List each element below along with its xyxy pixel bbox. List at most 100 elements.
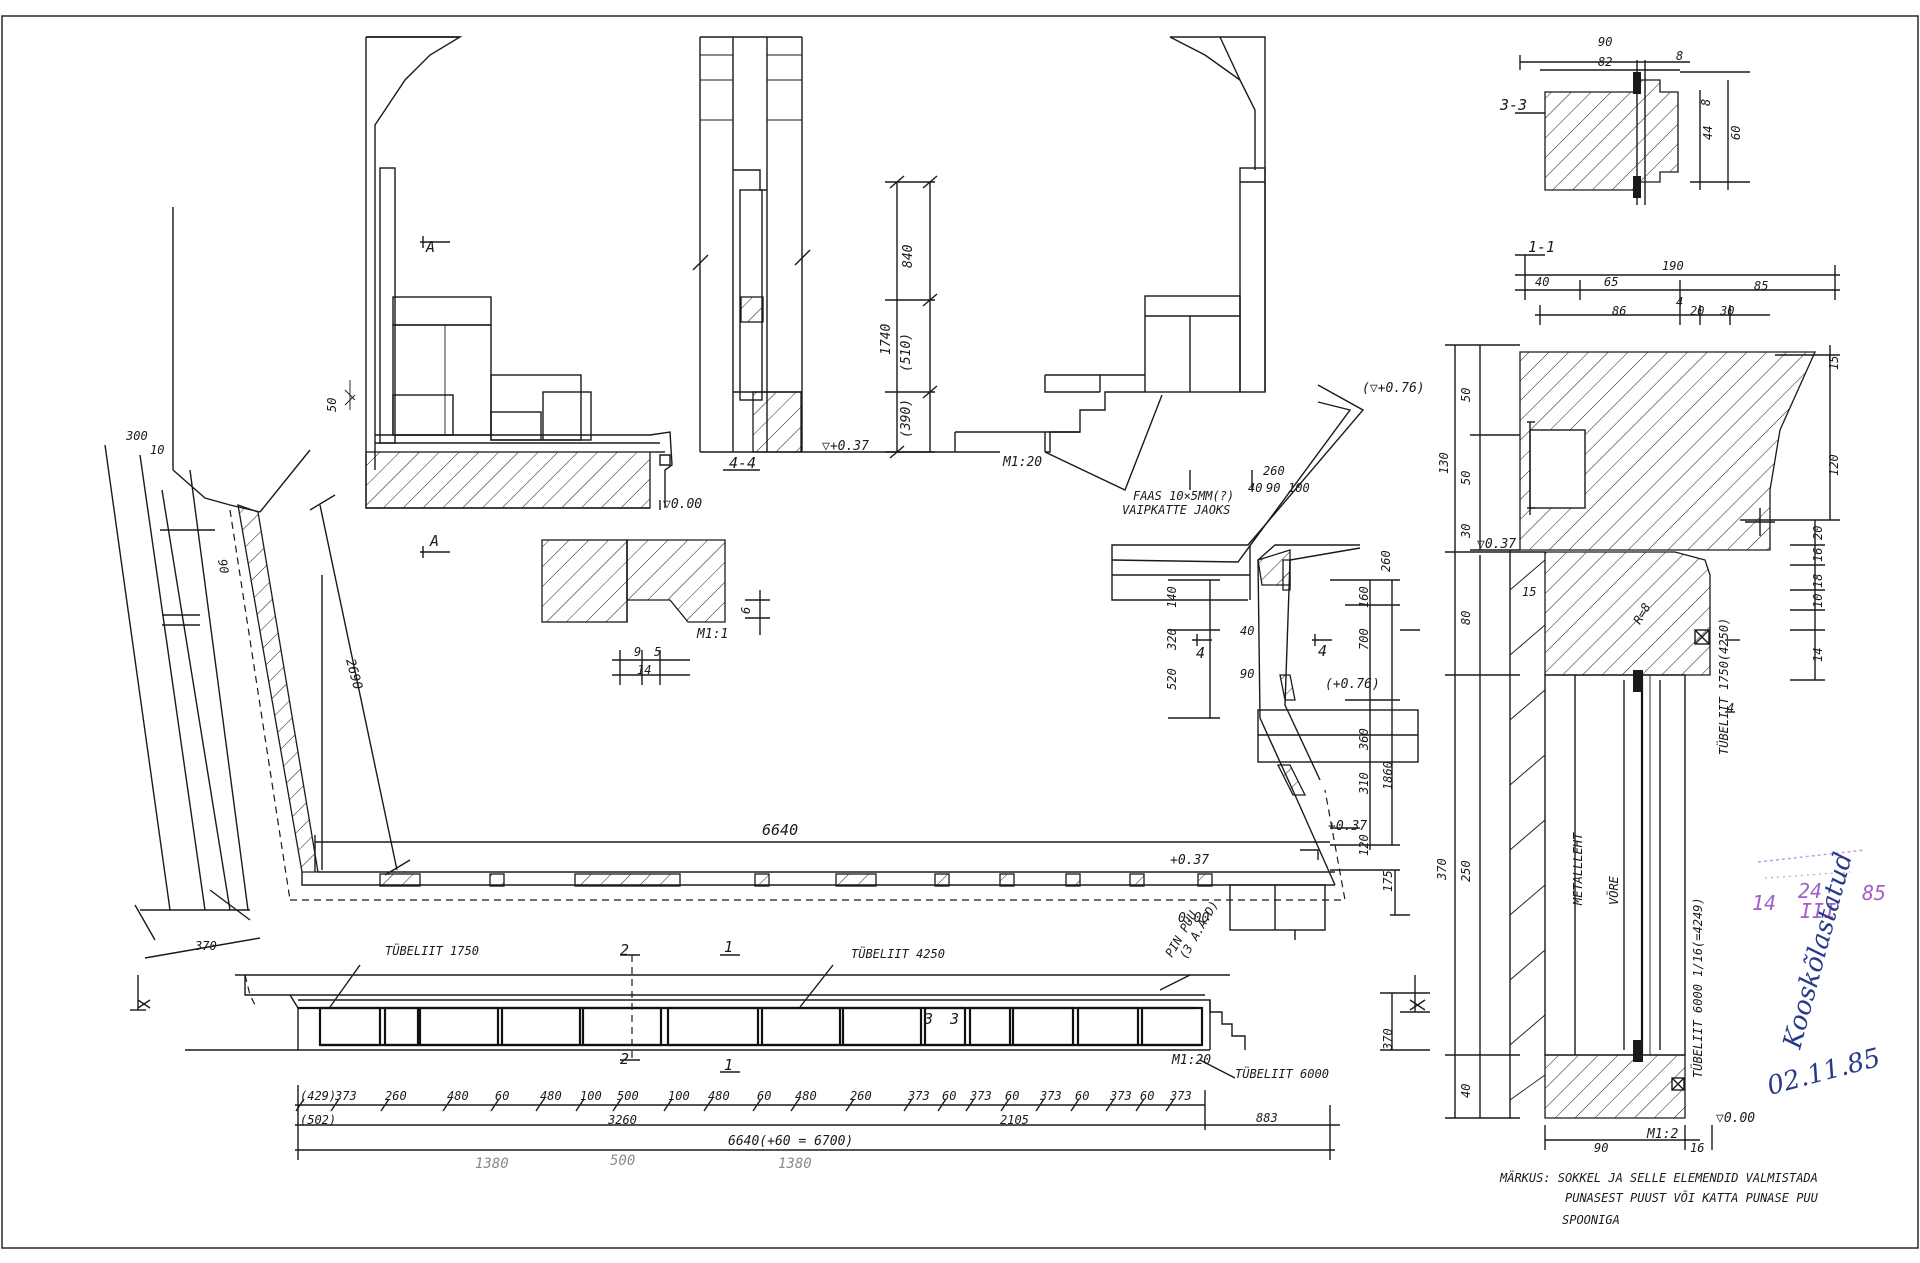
dim-9: 9 bbox=[634, 645, 641, 659]
footer-note-line2: PUNASEST PUUST VÕI KATTA PUNASE PUU bbox=[1565, 1190, 1819, 1205]
bottom-dim-tick bbox=[790, 1098, 800, 1112]
bottom-dim-row1-label: 373 bbox=[907, 1089, 930, 1103]
s11-b90: 90 bbox=[1594, 1141, 1608, 1155]
dim-total: 6640(+60 = 6700) bbox=[728, 1134, 853, 1149]
bottom-dim-row1-label: 480 bbox=[795, 1089, 817, 1103]
s11-r18: 18 bbox=[1811, 574, 1825, 588]
s33-dim-60: 60 bbox=[1729, 126, 1743, 140]
note-faas: FAAS 10×5MM(?) bbox=[1133, 489, 1234, 503]
scale-m120-a: M1:20 bbox=[1002, 455, 1042, 470]
elevation-a bbox=[344, 36, 673, 510]
bottom-dim-tick bbox=[1165, 1098, 1175, 1112]
dim-1740: 1740 bbox=[879, 324, 894, 355]
s11-r4: 4 bbox=[1727, 701, 1734, 715]
s11-r14: 14 bbox=[1811, 648, 1825, 662]
s11-l40: 40 bbox=[1459, 1084, 1473, 1098]
dim-14: 14 bbox=[637, 663, 651, 677]
level-000-sec: ▽0.00 bbox=[1716, 1111, 1755, 1126]
s11-d85: 85 bbox=[1754, 279, 1768, 293]
bottom-dim-tick bbox=[1070, 1098, 1080, 1112]
bottom-dim-tick bbox=[1135, 1098, 1145, 1112]
dim-2105: 2105 bbox=[1000, 1113, 1029, 1127]
bottom-dim-tick bbox=[295, 1098, 305, 1112]
dim-320: 320 bbox=[1165, 628, 1179, 651]
scale-m11: M1:1 bbox=[696, 627, 728, 642]
bottom-dim-tick bbox=[937, 1098, 947, 1112]
detail-m11 bbox=[541, 539, 770, 685]
note-vore: VÕRE bbox=[1606, 875, 1621, 905]
level-076b: (+0.76) bbox=[1325, 677, 1380, 692]
stamp-year: 85 bbox=[1862, 881, 1886, 905]
note-vaip: VAIPKATTE JAOKS bbox=[1122, 503, 1230, 517]
bottom-dim-row1-label: 373 bbox=[1109, 1089, 1132, 1103]
section-mark-a-top bbox=[420, 236, 450, 248]
label-tubeliit-1750: TÜBELIIT 1750 bbox=[385, 942, 479, 958]
scale-m120-b: M1:20 bbox=[1171, 1053, 1211, 1068]
dim-175: 175 bbox=[1381, 870, 1395, 892]
section-4a-label: 4 bbox=[1196, 644, 1205, 662]
bottom-dim-row1-label: 373 bbox=[1039, 1089, 1062, 1103]
bottom-dim-row1-label: 480 bbox=[447, 1089, 469, 1103]
bottom-dim-tick bbox=[380, 1098, 390, 1112]
dim-883: 883 bbox=[1256, 1111, 1278, 1125]
bottom-dim-row1-label: 373 bbox=[1169, 1089, 1192, 1103]
bottom-dim-tick bbox=[752, 1098, 762, 1112]
label-tubeliit-6000: TÜBELIIT 6000 bbox=[1235, 1065, 1329, 1081]
bottom-dim-tick bbox=[612, 1098, 622, 1112]
elevation-dimension-chain bbox=[885, 175, 938, 459]
bottom-dim-row1-label: 373 bbox=[969, 1089, 992, 1103]
plan-view bbox=[104, 207, 1420, 959]
section-3-3 bbox=[1515, 55, 1750, 205]
front-elevation bbox=[130, 954, 1430, 1079]
dim-502: (502) bbox=[300, 1113, 336, 1127]
level-037-sec: ▽0.37 bbox=[1477, 537, 1516, 552]
s11-d30: 30 bbox=[1719, 304, 1734, 318]
s11-r16: 16 bbox=[1811, 548, 1825, 562]
s11-l50: 50 bbox=[1459, 388, 1473, 402]
note-tub-sec2: TÜBELIIT 6000 1/16(=4249) bbox=[1689, 897, 1705, 1078]
bottom-dim-row1-label: 480 bbox=[540, 1089, 562, 1103]
bottom-dim-row1-label: (429) bbox=[300, 1089, 336, 1103]
bottom-dim-tick bbox=[1000, 1098, 1010, 1112]
bottom-dim-tick bbox=[663, 1098, 673, 1112]
dim-160: 160 bbox=[1357, 586, 1371, 608]
bottom-dim-row1-label: 373 bbox=[334, 1089, 357, 1103]
dim-3260: 3260 bbox=[607, 1113, 637, 1127]
section-3-3-label: 3-3 bbox=[1499, 96, 1527, 114]
s33-dim-90: 90 bbox=[1598, 35, 1612, 49]
section-2-top-label: 2 bbox=[620, 941, 629, 959]
note-tub-sec1: TÜBELIIT 1750(4250) bbox=[1715, 618, 1731, 755]
dim-390: (390) bbox=[899, 399, 914, 438]
dim-90b: 90 bbox=[1240, 667, 1254, 681]
section-mark-4a bbox=[1192, 634, 1212, 646]
bottom-dim-tick bbox=[903, 1098, 913, 1112]
s33-dim-82: 82 bbox=[1598, 55, 1612, 69]
elevation-stairs bbox=[954, 36, 1266, 491]
dim-370-elev: 370 bbox=[1381, 1028, 1395, 1051]
section-1-top-label: 1 bbox=[724, 938, 733, 956]
section-mark-4b bbox=[1312, 634, 1332, 646]
dim-520: 520 bbox=[1165, 668, 1179, 690]
section-a-top-label: A bbox=[425, 238, 435, 256]
dim-260: 260 bbox=[1263, 464, 1285, 478]
s11-r20: 20 bbox=[1811, 526, 1825, 540]
level-037-top: ▽+0.37 bbox=[822, 439, 869, 454]
stamp-day: 14 bbox=[1752, 891, 1776, 915]
bottom-dim-tick bbox=[575, 1098, 585, 1112]
dim-120: 120 bbox=[1357, 834, 1371, 856]
dim-5: 5 bbox=[654, 645, 661, 659]
bottom-dim-row1-label: 500 bbox=[617, 1089, 639, 1103]
level-037-plan: +0.37 bbox=[1170, 853, 1209, 868]
section-mark-a-bottom bbox=[420, 546, 450, 558]
note-metalleht: METALLLEHT bbox=[1571, 832, 1585, 906]
s11-d40: 40 bbox=[1535, 275, 1549, 289]
s11-r15: 15 bbox=[1522, 585, 1536, 599]
section-1-1 bbox=[1445, 254, 1840, 1150]
bottom-dim-tick bbox=[535, 1098, 545, 1112]
bottom-dim-tick bbox=[1105, 1098, 1115, 1112]
sheet-border bbox=[1, 15, 1919, 1249]
section-1-bottom-label: 1 bbox=[724, 1056, 733, 1074]
section-3a-label: 3 bbox=[923, 1010, 933, 1028]
